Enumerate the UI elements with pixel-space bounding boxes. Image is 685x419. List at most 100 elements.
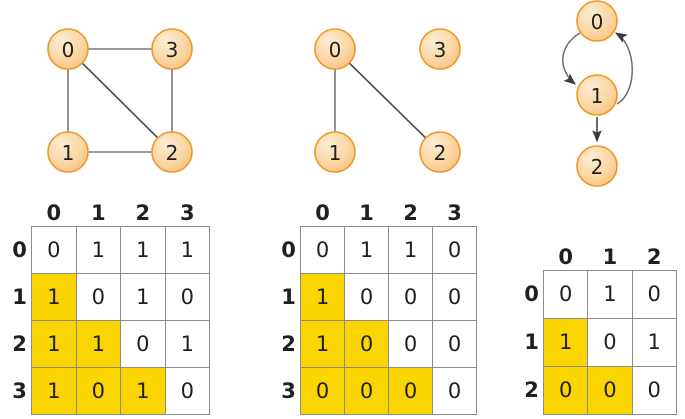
matrix-cell-2-0[interactable]: 1 (300, 319, 345, 369)
matrix-corner (8, 200, 32, 226)
edge-1-to-0 (614, 32, 633, 105)
column-header-1: 1 (359, 200, 374, 225)
column-header-3: 3 (179, 200, 195, 225)
matrix-cell-2-3[interactable]: 0 (432, 319, 477, 369)
node-2[interactable]: 2 (576, 145, 618, 187)
column-header-2: 2 (135, 200, 151, 225)
graph-nodes: 0 3 1 2 (47, 28, 193, 173)
matrix-cell-0-0[interactable]: 0 (31, 225, 77, 274)
column-header-0: 0 (558, 244, 573, 269)
matrix-cell-0-1[interactable]: 1 (344, 225, 389, 274)
graph-edges (334, 48, 441, 153)
column-header-1: 1 (90, 200, 106, 225)
node-label: 2 (166, 141, 179, 165)
node-1[interactable]: 1 (576, 74, 618, 116)
matrix-cell-3-1[interactable]: 0 (344, 367, 389, 416)
node-0[interactable]: 0 (47, 28, 89, 70)
matrix-cell-1-0[interactable]: 1 (542, 317, 589, 367)
matrix-cell-0-2[interactable]: 0 (631, 269, 677, 319)
node-0[interactable]: 0 (576, 0, 618, 42)
matrix-cell-2-3[interactable]: 1 (164, 319, 210, 369)
matrix-cell-3-3[interactable]: 0 (432, 367, 477, 416)
matrix-cell-3-2[interactable]: 0 (388, 367, 433, 416)
node-label: 3 (434, 38, 447, 62)
edge-0-2 (67, 48, 173, 153)
column-header-1: 1 (602, 244, 618, 269)
matrix-cell-2-2[interactable]: 0 (631, 365, 677, 415)
matrix-cell-2-1[interactable]: 1 (75, 319, 121, 369)
row-header-2: 2 (281, 331, 296, 356)
node-1[interactable]: 1 (47, 131, 89, 173)
matrix-cell-2-0[interactable]: 1 (31, 319, 77, 369)
node-3[interactable]: 3 (151, 28, 193, 70)
matrix-cell-2-1[interactable]: 0 (344, 319, 389, 369)
row-header-3: 3 (281, 379, 296, 404)
matrix-cell-3-2[interactable]: 1 (120, 367, 166, 416)
matrix-cell-3-3[interactable]: 0 (164, 367, 210, 416)
matrix-cell-1-1[interactable]: 0 (75, 272, 121, 321)
matrix-cell-1-1[interactable]: 0 (344, 272, 389, 321)
node-3[interactable]: 3 (419, 28, 461, 70)
column-header-0: 0 (46, 200, 62, 225)
matrix-cell-1-3[interactable]: 0 (432, 272, 477, 321)
matrix-cell-3-0[interactable]: 0 (300, 367, 345, 416)
matrix-cell-0-0[interactable]: 0 (300, 225, 345, 274)
matrix-cell-1-2[interactable]: 1 (120, 272, 166, 321)
matrix-cell-3-1[interactable]: 0 (75, 367, 121, 416)
edge-0-to-1 (562, 32, 581, 85)
graph-nodes: 0 3 1 2 (314, 28, 461, 173)
matrix-cell-1-0[interactable]: 1 (300, 272, 345, 321)
column-header-2: 2 (646, 244, 662, 269)
matrix-cell-0-1[interactable]: 1 (587, 269, 633, 319)
node-label: 3 (166, 38, 179, 62)
node-2[interactable]: 2 (419, 131, 461, 173)
node-label: 2 (434, 141, 447, 165)
matrix-cell-0-3[interactable]: 0 (432, 225, 477, 274)
graph-nodes: 0 1 2 (576, 0, 618, 187)
node-label: 2 (591, 155, 604, 179)
node-2[interactable]: 2 (151, 131, 193, 173)
row-header-0: 0 (12, 237, 27, 262)
graph-undirected-sparse: 0 3 1 2 (314, 28, 461, 173)
matrix-cell-0-1[interactable]: 1 (75, 225, 121, 274)
matrix-cell-2-0[interactable]: 0 (542, 365, 589, 415)
graph-undirected-complete-ish: 0 3 1 2 (47, 28, 193, 173)
matrix-cell-1-2[interactable]: 0 (388, 272, 433, 321)
matrix-cell-0-2[interactable]: 1 (120, 225, 166, 274)
node-0[interactable]: 0 (314, 28, 356, 70)
matrix-cell-1-2[interactable]: 1 (631, 317, 677, 367)
row-header-0: 0 (524, 282, 539, 306)
matrix-cell-0-2[interactable]: 1 (388, 225, 433, 274)
matrix-cell-2-2[interactable]: 0 (120, 319, 166, 369)
matrix-cell-1-3[interactable]: 0 (164, 272, 210, 321)
matrix-cell-0-3[interactable]: 1 (164, 225, 210, 274)
matrix-cell-2-2[interactable]: 0 (388, 319, 433, 369)
row-header-2: 2 (524, 378, 539, 402)
graph-directed: 0 1 2 (562, 0, 633, 187)
matrix-cell-2-1[interactable]: 0 (587, 365, 633, 415)
matrix-cell-3-0[interactable]: 1 (31, 367, 77, 416)
matrix-cell-1-1[interactable]: 0 (587, 317, 633, 367)
matrix-header-row: 0 1 2 (520, 244, 676, 270)
matrix-cell-1-0[interactable]: 1 (31, 272, 77, 321)
row-header-1: 1 (524, 330, 539, 354)
row-header-1: 1 (12, 284, 27, 309)
node-label: 0 (62, 38, 75, 62)
node-1[interactable]: 1 (314, 131, 356, 173)
column-header-2: 2 (403, 200, 418, 225)
matrix-cell-0-0[interactable]: 0 (542, 269, 589, 319)
node-label: 0 (329, 38, 342, 62)
